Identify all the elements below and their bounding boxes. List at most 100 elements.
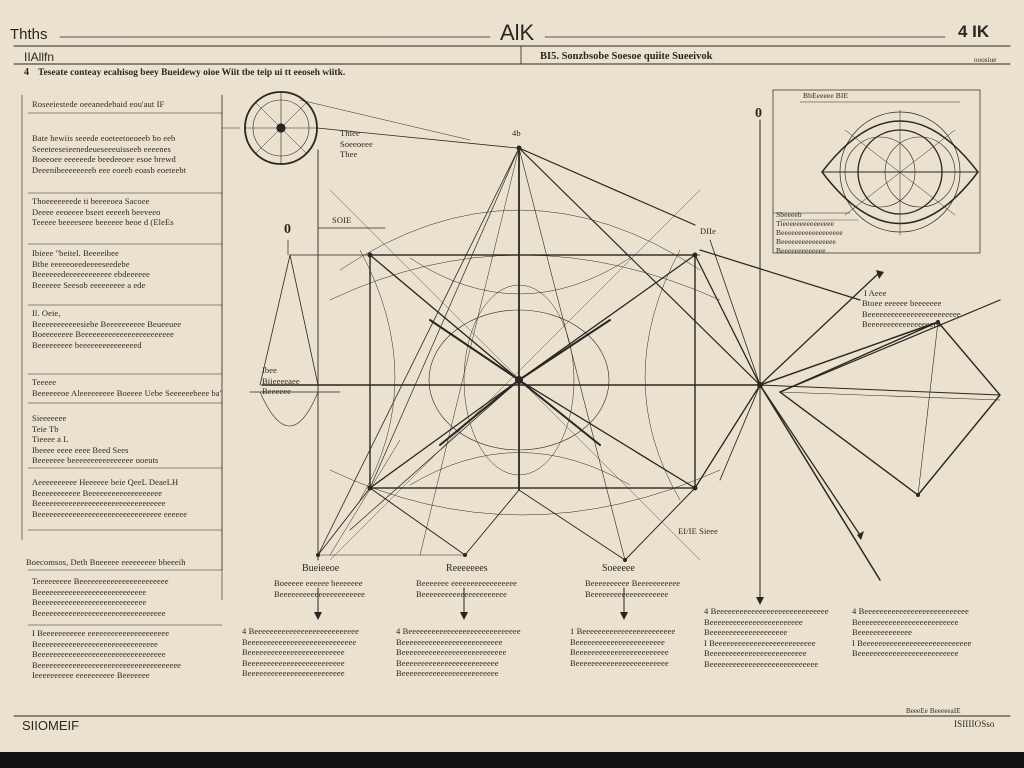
left-note-9: Boecomsos, Deth Bneeeee eeeeeeeee bbeeei… (26, 557, 186, 568)
note-line: Beeeeeedeeeeeeeeeeee ebdeeeeee (32, 269, 150, 279)
label-line: Beeeeeeeeeeeeeeeeeeeeeeee (862, 308, 961, 319)
label-line: Ibee (262, 365, 278, 375)
note-line: Seeeteeseieenedeueseeeuisseeb eeeenes (32, 143, 171, 154)
inset-note: Sbeeeeb Tieeeeeeeeeeeeeee Beeeeeeeeeeeee… (776, 210, 843, 255)
note-line: Beeeeeeeeeeesiebe Beeeeeeeeee Beueeuee (32, 318, 182, 329)
label-line: Beeeeeeeeeeeeeeeeeeeeee (274, 588, 365, 599)
sub-left-number: 4 (24, 67, 29, 78)
label-line: Beeeeeeeeeeeee (776, 246, 826, 255)
wheel-note: Thiee Soeeoeee Thee (340, 128, 373, 160)
sub-center-heading: BI5. Sonzbsobe Soesoe quiite Sueeivok (540, 51, 713, 62)
bottom-note-3: 1 Beeeeeeeeeeeeeeeeeeeeeeee Beeeeeeeeeee… (570, 626, 675, 668)
left-note-7: Sieeeeeee Teie Tb Tieeee a L Ibeeee eeee… (32, 413, 158, 466)
note-line: Ibeeee eeee eeee Beed Sees (32, 444, 129, 455)
note-line: Beeeeee Seesob eeeeeeeee a ede (32, 279, 146, 290)
header-left-title: Thths (10, 26, 48, 43)
note-line: Deeee eeoeeee bseet eeeeeh beeveeo (32, 206, 161, 217)
left-note-11: I Beeeeeeeeeee eeeeeeeeeeeeeeeeeeeee Bee… (32, 628, 181, 681)
center-tag: 4b (512, 128, 521, 138)
label-line: Biieeeeaee (262, 375, 300, 386)
header-center-title: AlK (500, 20, 535, 45)
left-note-8: Aeeeeeeeeee Heeeeee beie QeeL DeaeLH Bee… (32, 477, 187, 519)
zero-label-top: 0 (755, 106, 762, 121)
note-line: Boeeeeeeee Beeeeeeeeeeeeeeeeeeeeeeee (32, 329, 175, 339)
bottom-note-2: 4 Beeeeeeeeeeeeeeeeeeeeeeeeeeeee Beeeeee… (396, 626, 521, 679)
sub-left-heading: IIAllfn (24, 50, 55, 64)
note-line: Beeeeeeeeeeeeeeeeeeeeeee (570, 636, 665, 647)
note-line: Sieeeeeee (32, 413, 67, 423)
column-note-2: Beeeeeee eeeeeeeeeeeeeeeee Beeeeeeeeeeee… (416, 578, 517, 599)
note-line: Beeeeeeeeeeeeeeeeeeeeeeeeee (852, 616, 959, 627)
note-line: Beeeeeeeeeeeeeeeeeeeeeeeeeeeeeeeee (32, 607, 166, 618)
note-line: 4 Beeeeeeeeeeeeeeeeeeeeeeeeeee (852, 606, 969, 616)
footer-right: ISIIIIOSso (954, 719, 995, 729)
note-line: Boecomsos, Deth Bneeeee eeeeeeeee bbeeei… (26, 557, 186, 567)
note-line: Beeeeeeeee beeeeeeeeeeeeeeed (32, 339, 142, 350)
sub-right-heading: ooosiue (974, 56, 997, 64)
column-note-3: Beeeeeeeeee Beeeeeeeeeee Beeeeeeeeeeeeee… (585, 578, 680, 599)
note-line: 1 Beeeeeeeeeeeeeeeeeeeeeeee (570, 626, 676, 636)
blueprint-sheet: Thths AlK 4 IK IIAllfn 4 Teseate conteay… (0, 0, 1024, 752)
left-note-3: Thoeeeeeeede ti beeeeoea Sacoee Deeee ee… (32, 196, 174, 228)
note-line: Il. Oeie, (32, 308, 61, 318)
footer-right-small: BeeeEe BeeeeeaIE (906, 707, 961, 715)
lower-tag: EI/IE Sieee (678, 526, 719, 536)
note-line: I Beeeeeeeeeeeeeeeeeeeeeeeeee (704, 637, 816, 648)
note-line: Beeeeeeeeeeeeeeeeeeeeeeeeeeee (242, 636, 357, 647)
note-line: I Beeeeeeeeeee eeeeeeeeeeeeeeeeeeeee (32, 628, 170, 638)
note-line: Beeeeeeeeeeeeeeeeeeeeeeee (704, 616, 803, 627)
sub-left-caption: Teseate conteay ecahisog beey Bueidewy o… (38, 68, 346, 78)
note-line: Beeeeeeeeeeeeeeeeeeeeeeeeeeeeeeeee (32, 498, 166, 508)
note-line: 4 Beeeeeeeeeeeeeeeeeeeeeeeeeeeee (704, 606, 829, 616)
note-line: Teeeeeeeee Beeeeeeeeeeeeeeeeeeeeeee (32, 576, 169, 586)
note-line: Teeeee beeeeseee beeeeee beoe d (EleEs (32, 217, 174, 227)
inset-title: BbEeeeee BIE (803, 91, 849, 100)
label-line: Boeeeee eeeeee beeeeeee (274, 578, 363, 588)
note-line: 4 Beeeeeeeeeeeeeeeeeeeeeeeeeee (242, 626, 359, 636)
right-tag-secondary: I Aeee (864, 288, 887, 298)
note-line: Beeeeeeeeeeeeeeeeeeeeeeeee (396, 668, 499, 678)
label-line: Beeeeeeeeee Beeeeeeeeeee (585, 578, 681, 588)
note-line: Teie Tb (32, 423, 59, 434)
left-note-6: Teeeee Beeeeeeoe Aleeeeeeeee Boeeee Uebe… (32, 377, 223, 398)
note-line: Deeenibeeeeeeeeb eee eoeeb eoasb eoeteeb… (32, 164, 187, 175)
note-line: Beeeeeeeeeeeeeeeeeeeeeeeee (704, 648, 807, 658)
left-note-2: Bate hewiis seeede eoeteetoeoeeb bo eeb … (32, 133, 186, 175)
note-line: Boeeoee eeeeeede beedeeoee esoe brewd (32, 154, 176, 164)
note-line: Beeeeeeeeeeeeeeeeeeeeeeeeeeee (704, 658, 819, 669)
note-line: Ieeeeeeeeee eeeeeeeeee Beeeeeee (32, 670, 150, 680)
column-title-1: Bueieeoe (302, 563, 340, 574)
note-line: Beeeeeeeeeeeeeeeeeeee (704, 627, 788, 637)
column-title-2: Reeeeeees (446, 563, 488, 574)
label-line: Beeeeeeeeeeeeeeeeeeee (585, 588, 669, 599)
label-line: Sbeeeeb (776, 210, 802, 219)
left-note-10: Teeeeeeeee Beeeeeeeeeeeeeeeeeeeeeee Beee… (32, 576, 169, 618)
note-line: Beeeeeee beeeeeeeeeeeeeeee ooeuts (32, 455, 159, 465)
bottom-note-1: 4 Beeeeeeeeeeeeeeeeeeeeeeeeeee Beeeeeeee… (242, 626, 359, 679)
note-line: Beeeeeeeeeeeeeeeeeeeeeeeee (242, 668, 345, 678)
label-line: Btoee eeeeee beeeeeee (862, 298, 942, 308)
note-line: Beeeeeeeeeeeeeeeeeeeeeeeee (396, 657, 499, 668)
note-line: Beeeeeeeeeeeeeeeeeeeeeeeeeeee (32, 586, 147, 597)
left-note-4: Ibieee "beitel. Beeeeibee Btbe eeeeeoeed… (32, 248, 150, 290)
note-line: Roseeiestede oeeanedebaid eou'aut IF (32, 99, 165, 109)
left-note-5: Il. Oeie, Beeeeeeeeeeesiebe Beeeeeeeeee … (32, 308, 181, 350)
mid-left-tag: SOIE (332, 215, 352, 225)
note-line: Tieeee a L (32, 434, 69, 444)
note-line: Beeeeeeeeeeeeeeeeeeeeeeeeeeeeeee (32, 638, 158, 649)
note-line: Beeeeeeeeeeeeeeeeeeeeeeeeee (396, 636, 503, 647)
zero-label-left: 0 (284, 222, 291, 237)
note-line: Beeeeeeeeeeeeee (852, 627, 912, 637)
note-line: 4 Beeeeeeeeeeeeeeeeeeeeeeeeeeeee (396, 626, 521, 636)
label-line: Beeeeee (262, 386, 292, 396)
note-line: Btbe eeeeeoeedeeeeseedebe (32, 258, 130, 269)
note-line: Aeeeeeeeeee Heeeeee beie QeeL DeaeLH (32, 477, 179, 487)
label-line: Beeeeeeeeeeeeeeeeeeeeee (416, 588, 507, 599)
column-note-1: Boeeeee eeeeee beeeeeee Beeeeeeeeeeeeeee… (274, 578, 365, 599)
header-right-title: 4 IK (958, 22, 990, 41)
bottom-note-4: 4 Beeeeeeeeeeeeeeeeeeeeeeeeeeeee Beeeeee… (704, 606, 829, 669)
label-line: Soeeoeee (340, 138, 373, 149)
note-line: Ibieee "beitel. Beeeeibee (32, 248, 119, 258)
label-line: Thiee (340, 128, 360, 138)
label-line: Thee (340, 149, 358, 159)
